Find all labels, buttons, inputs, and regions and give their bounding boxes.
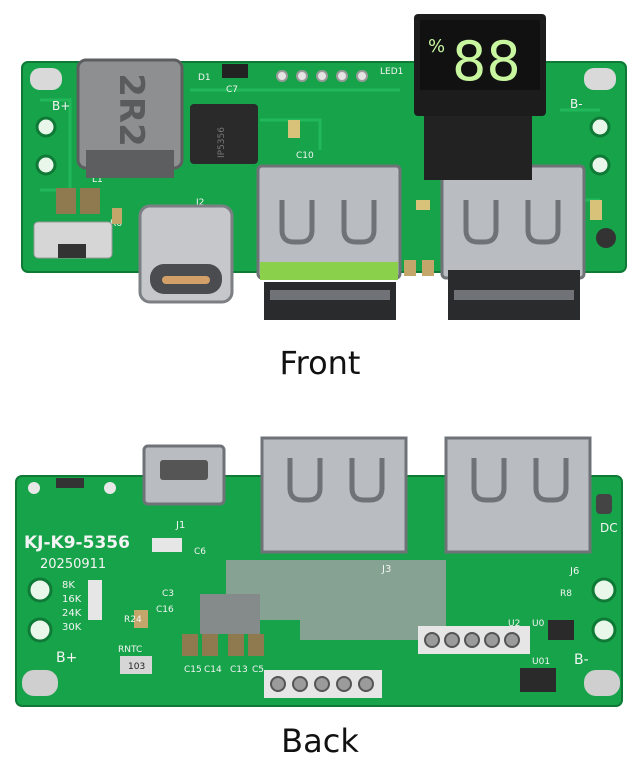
front-caption: Front <box>279 344 361 382</box>
back-resistor-option-24k: 24K <box>62 608 82 619</box>
front-label-c7: C7 <box>226 85 238 95</box>
back-label-c14: C14 <box>204 665 222 675</box>
back-label-j6: J6 <box>569 566 579 577</box>
usb-a-left-spring <box>279 200 377 245</box>
front-label-l1: L1 <box>92 175 103 185</box>
front-board-svg: B+ B- LED1 D1 C7 C10 J2 L1 R6 2R2 IP5356 <box>21 14 627 320</box>
inductor-base <box>86 150 174 178</box>
front-label-b-plus: B+ <box>52 99 70 113</box>
back-ntc-value: 103 <box>128 662 145 672</box>
front-label-j2: J2 <box>195 198 204 208</box>
back-label-rntc: RNTC <box>118 645 142 655</box>
front-mounting-holes <box>35 116 611 176</box>
front-header-pads <box>276 70 368 82</box>
usb-a-port-left <box>256 164 402 280</box>
back-pads <box>28 478 116 494</box>
back-label-c3: C3 <box>162 589 174 599</box>
back-usb-a-right-spring <box>471 458 569 503</box>
usb-a-left-contacts <box>270 290 390 300</box>
back-label-b-minus: B- <box>574 652 589 668</box>
back-label-u01: U01 <box>532 657 550 667</box>
back-smd-parts <box>88 494 612 692</box>
usb-a-left-green-tab <box>260 262 398 280</box>
back-header-pads-bottom <box>270 676 374 692</box>
back-solder-region <box>226 560 446 640</box>
back-label-c16: C16 <box>156 605 174 615</box>
back-label-u0: U0 <box>532 619 545 629</box>
usb-c-tongue <box>162 276 210 284</box>
back-resistor-option-30k: 30K <box>62 622 82 633</box>
usb-a-left-opening <box>264 282 396 320</box>
back-corner-pad-right <box>584 670 620 696</box>
back-label-u2: U2 <box>508 619 520 629</box>
back-corner-pad-left <box>22 670 58 696</box>
back-resistor-option-8k: 8K <box>62 580 75 591</box>
back-caption: Back <box>281 722 359 760</box>
back-usb-a-left-spring <box>287 458 385 503</box>
led-display-window <box>420 20 540 90</box>
front-corner-pad-right <box>584 68 616 90</box>
front-board-photo: B+ B- LED1 D1 C7 C10 J2 L1 R6 2R2 IP5356 <box>0 0 640 334</box>
front-label-b-minus: B- <box>570 97 583 111</box>
back-resistor-option-16k: 16K <box>62 594 82 605</box>
back-label-c6: C6 <box>194 547 206 557</box>
back-label-j1: J1 <box>175 520 185 531</box>
front-label-c10: C10 <box>296 151 314 161</box>
back-label-c13: C13 <box>230 665 248 675</box>
usb-a-right-spring <box>463 200 561 245</box>
back-label-r8: R8 <box>560 589 572 599</box>
back-mounting-holes <box>27 577 617 643</box>
micro-usb-opening <box>160 460 208 480</box>
display-percent: % <box>428 36 445 57</box>
usb-a-port-right <box>440 164 586 280</box>
display-digits: 88 <box>452 30 521 93</box>
back-header-pads-top <box>424 632 520 648</box>
ic-chip <box>190 104 258 164</box>
back-usb-a-left <box>260 436 408 554</box>
ic-marking: IP5356 <box>217 127 227 158</box>
back-label-r24: R24 <box>124 615 142 625</box>
usb-a-right-contacts <box>454 290 574 300</box>
back-label-dc: DC <box>600 521 618 535</box>
push-switch-knob <box>58 244 86 258</box>
back-label-c5: C5 <box>252 665 264 675</box>
back-date: 20250911 <box>40 557 106 572</box>
front-label-led: LED1 <box>380 67 403 77</box>
back-label-j3: J3 <box>381 564 391 575</box>
back-label-c15: C15 <box>184 665 202 675</box>
front-corner-pad-left <box>30 68 62 90</box>
back-via-grid <box>200 594 260 634</box>
front-label-d1: D1 <box>198 73 211 83</box>
back-board-photo: KJ-K9-5356 20250911 8K 16K 24K 30K B+ B-… <box>0 420 640 714</box>
front-trace <box>40 88 600 202</box>
back-model: KJ-K9-5356 <box>24 533 130 553</box>
front-smd-parts <box>56 64 616 276</box>
back-label-b-plus: B+ <box>56 650 77 666</box>
back-board-svg: KJ-K9-5356 20250911 8K 16K 24K 30K B+ B-… <box>15 436 623 707</box>
inductor-marking: 2R2 <box>111 73 151 147</box>
back-usb-a-right <box>444 436 592 554</box>
